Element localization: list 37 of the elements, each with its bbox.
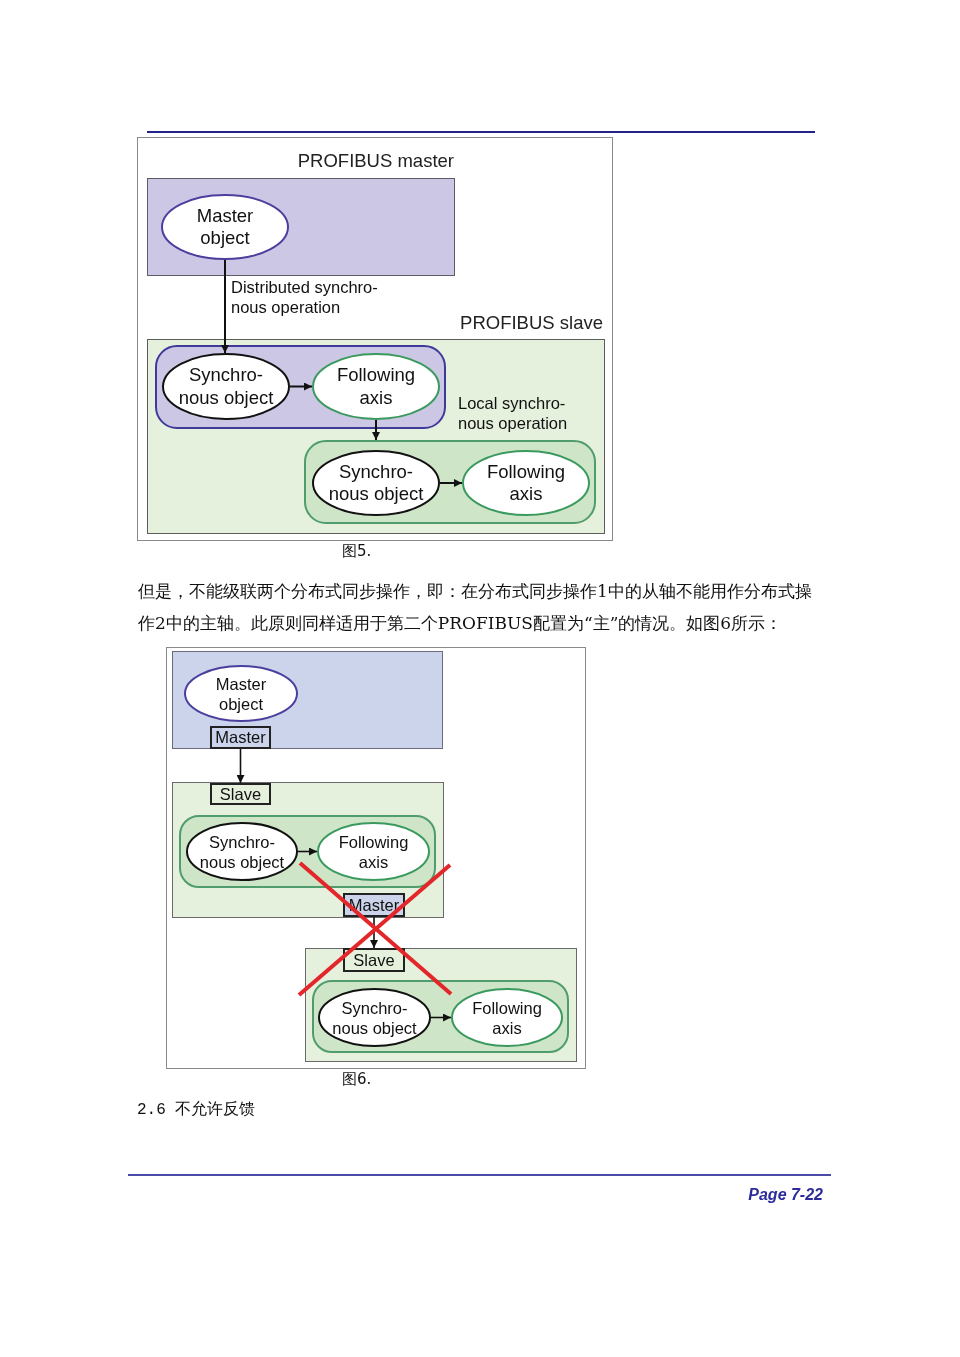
figure-caption: 图6. bbox=[342, 1069, 372, 1089]
object-ellipse: Master object bbox=[184, 665, 298, 722]
group-frame bbox=[304, 440, 596, 524]
object-ellipse: Following axis bbox=[451, 988, 563, 1047]
arrow bbox=[430, 1013, 452, 1022]
role-tag: Slave bbox=[343, 948, 405, 972]
figure-caption: 图5. bbox=[342, 541, 372, 561]
arrow bbox=[289, 382, 313, 391]
group-frame bbox=[179, 815, 436, 888]
arrow bbox=[370, 916, 378, 949]
object-ellipse: Following axis bbox=[462, 450, 590, 516]
page-number: Page 7-22 bbox=[748, 1185, 823, 1205]
group-frame bbox=[155, 345, 446, 429]
edge-label: Distributed synchro- nous operation bbox=[231, 277, 379, 317]
device-panel bbox=[172, 651, 443, 749]
object-ellipse: Master object bbox=[161, 194, 289, 260]
role-tag: Master bbox=[210, 726, 271, 749]
device-panel bbox=[305, 948, 577, 1062]
arrow bbox=[297, 847, 318, 856]
annotation-text: Local synchro- nous operation bbox=[458, 393, 569, 433]
role-tag: Slave bbox=[210, 783, 271, 805]
object-ellipse: Following axis bbox=[312, 353, 440, 420]
body-paragraph: 但是，不能级联两个分布式同步操作，即：在分布式同步操作1中的从轴不能用作分布式操作2中的主轴。此原则同样适用于第二个PROFIBUS配置为“主”的情况。如图6所示： bbox=[138, 580, 813, 635]
arrow bbox=[439, 479, 463, 487]
section-heading: 2.6 不允许反馈 bbox=[137, 1100, 256, 1121]
panel-heading: PROFIBUS master bbox=[297, 149, 454, 173]
arrow bbox=[236, 748, 245, 784]
device-panel bbox=[172, 782, 444, 918]
arrow bbox=[372, 419, 380, 441]
object-ellipse: Synchro- nous object bbox=[312, 450, 440, 516]
object-ellipse: Synchro- nous object bbox=[318, 988, 431, 1047]
object-ellipse: Synchro- nous object bbox=[186, 822, 298, 881]
panel-heading: PROFIBUS slave bbox=[460, 311, 603, 335]
arrow bbox=[221, 259, 229, 354]
object-ellipse: Synchro- nous object bbox=[162, 353, 290, 420]
group-frame bbox=[312, 980, 569, 1053]
object-ellipse: Following axis bbox=[317, 822, 430, 881]
